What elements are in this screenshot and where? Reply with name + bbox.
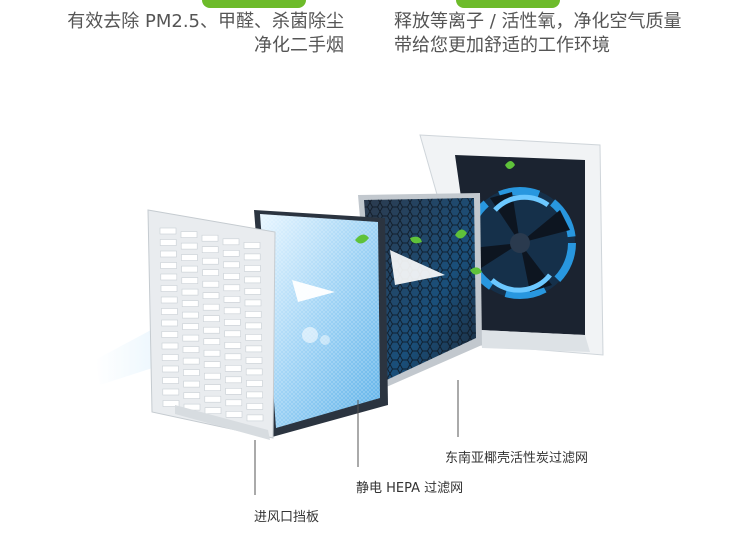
grille-slot — [243, 242, 261, 249]
grille-slot — [203, 361, 221, 369]
caption-left-line2: 净化二手烟 — [254, 35, 344, 56]
grille-slot — [203, 326, 220, 334]
grille-slot — [244, 276, 261, 284]
grille-slot — [202, 269, 219, 277]
grille-slot — [222, 238, 240, 246]
grille-slot — [181, 288, 199, 296]
grille-slot — [245, 345, 263, 353]
grille-slot — [246, 391, 263, 399]
grille-slot — [159, 239, 177, 246]
grille-slots — [159, 227, 264, 422]
grille-slot — [223, 261, 240, 269]
grille-slot — [182, 323, 199, 330]
grille-slot — [159, 227, 177, 235]
caption-right-line2: 带给您更加舒适的工作环境 — [394, 35, 610, 56]
grille-slot — [161, 319, 178, 327]
grille-slot — [203, 338, 221, 346]
carbon-filter — [358, 193, 482, 392]
grille-slot — [225, 410, 243, 418]
grille-slot — [223, 272, 240, 280]
grille-slot — [223, 295, 241, 303]
grille-slot — [162, 400, 180, 407]
top-tab-right — [456, 0, 560, 8]
grille-slot — [224, 330, 241, 338]
hepa-filter — [254, 210, 388, 437]
grille-slot — [161, 342, 179, 350]
grille-slot — [182, 346, 200, 353]
intake-grille — [147, 209, 276, 440]
grille-slot — [204, 384, 221, 392]
grille-slot — [245, 322, 262, 330]
caption-left: 有效去除 PM2.5、甲醛、杀菌除尘 净化二手烟 — [0, 10, 344, 58]
grille-slot — [161, 331, 179, 338]
grille-slot — [245, 334, 262, 341]
grille-slot — [181, 277, 199, 284]
grille-slot — [182, 334, 200, 342]
label-intake-grille: 进风口挡板 — [254, 510, 320, 525]
grille-slot — [245, 357, 263, 364]
grille-slot — [160, 262, 177, 269]
grille-slot — [183, 380, 200, 388]
grille-slot — [160, 296, 178, 304]
grille-slot — [246, 414, 264, 422]
grille-slot — [224, 353, 242, 361]
grille-slot — [246, 403, 264, 410]
grille-slot — [181, 254, 198, 261]
grille-slot — [160, 285, 178, 292]
grille-slot — [162, 388, 180, 396]
grille-slot — [162, 365, 179, 373]
grille-slot — [202, 292, 220, 300]
grille-slot — [225, 399, 243, 407]
grille-slot — [224, 318, 241, 326]
purifier-unit — [419, 134, 604, 356]
grille-slot — [243, 253, 261, 261]
leaf-decorations — [355, 161, 515, 275]
grille-slot — [160, 250, 177, 258]
grille-slot — [180, 231, 198, 238]
grille-slot — [246, 380, 263, 387]
grille-slot — [225, 376, 242, 384]
grille-slot — [203, 315, 220, 323]
grille-slot — [181, 300, 199, 307]
grille-slot — [161, 354, 179, 361]
grille-slot — [201, 234, 219, 242]
leader-lines — [254, 380, 459, 495]
grille-slot — [182, 357, 200, 365]
grille-slot — [224, 364, 242, 372]
grille-slot — [224, 341, 242, 349]
grille-slot — [204, 395, 222, 403]
grille-slot — [223, 307, 241, 315]
grille-slot — [244, 299, 262, 307]
grille-slot — [245, 368, 263, 376]
grille-slot — [180, 242, 198, 250]
label-carbon-filter: 东南亚椰壳活性炭过滤网 — [445, 451, 589, 466]
grille-slot — [222, 250, 240, 257]
grille-slot — [183, 392, 201, 399]
grille-slot — [225, 387, 242, 395]
grille-slot — [182, 311, 199, 319]
grille-slot — [204, 372, 221, 380]
grille-slot — [223, 284, 241, 292]
caption-right-line1: 释放等离子 / 活性氧，净化空气质量 — [394, 11, 682, 32]
caption-left-line1: 有效去除 PM2.5、甲醛、杀菌除尘 — [67, 11, 344, 32]
grille-slot — [244, 265, 261, 272]
grille-slot — [161, 308, 178, 315]
grille-slot — [244, 288, 262, 295]
grille-slot — [162, 377, 179, 384]
grille-slot — [244, 311, 262, 318]
top-tab-left — [202, 0, 306, 8]
grille-slot — [202, 303, 220, 311]
label-hepa-filter: 静电 HEPA 过滤网 — [356, 481, 464, 496]
grille-slot — [181, 265, 198, 273]
grille-slot — [160, 273, 178, 281]
grille-slot — [203, 349, 221, 357]
caption-right: 释放等离子 / 活性氧，净化空气质量 带给您更加舒适的工作环境 — [394, 10, 744, 58]
grille-slot — [183, 369, 200, 376]
grille-slot — [202, 280, 220, 288]
grille-slot — [202, 257, 219, 265]
grille-slot — [204, 407, 222, 415]
grille-slot — [201, 246, 219, 253]
